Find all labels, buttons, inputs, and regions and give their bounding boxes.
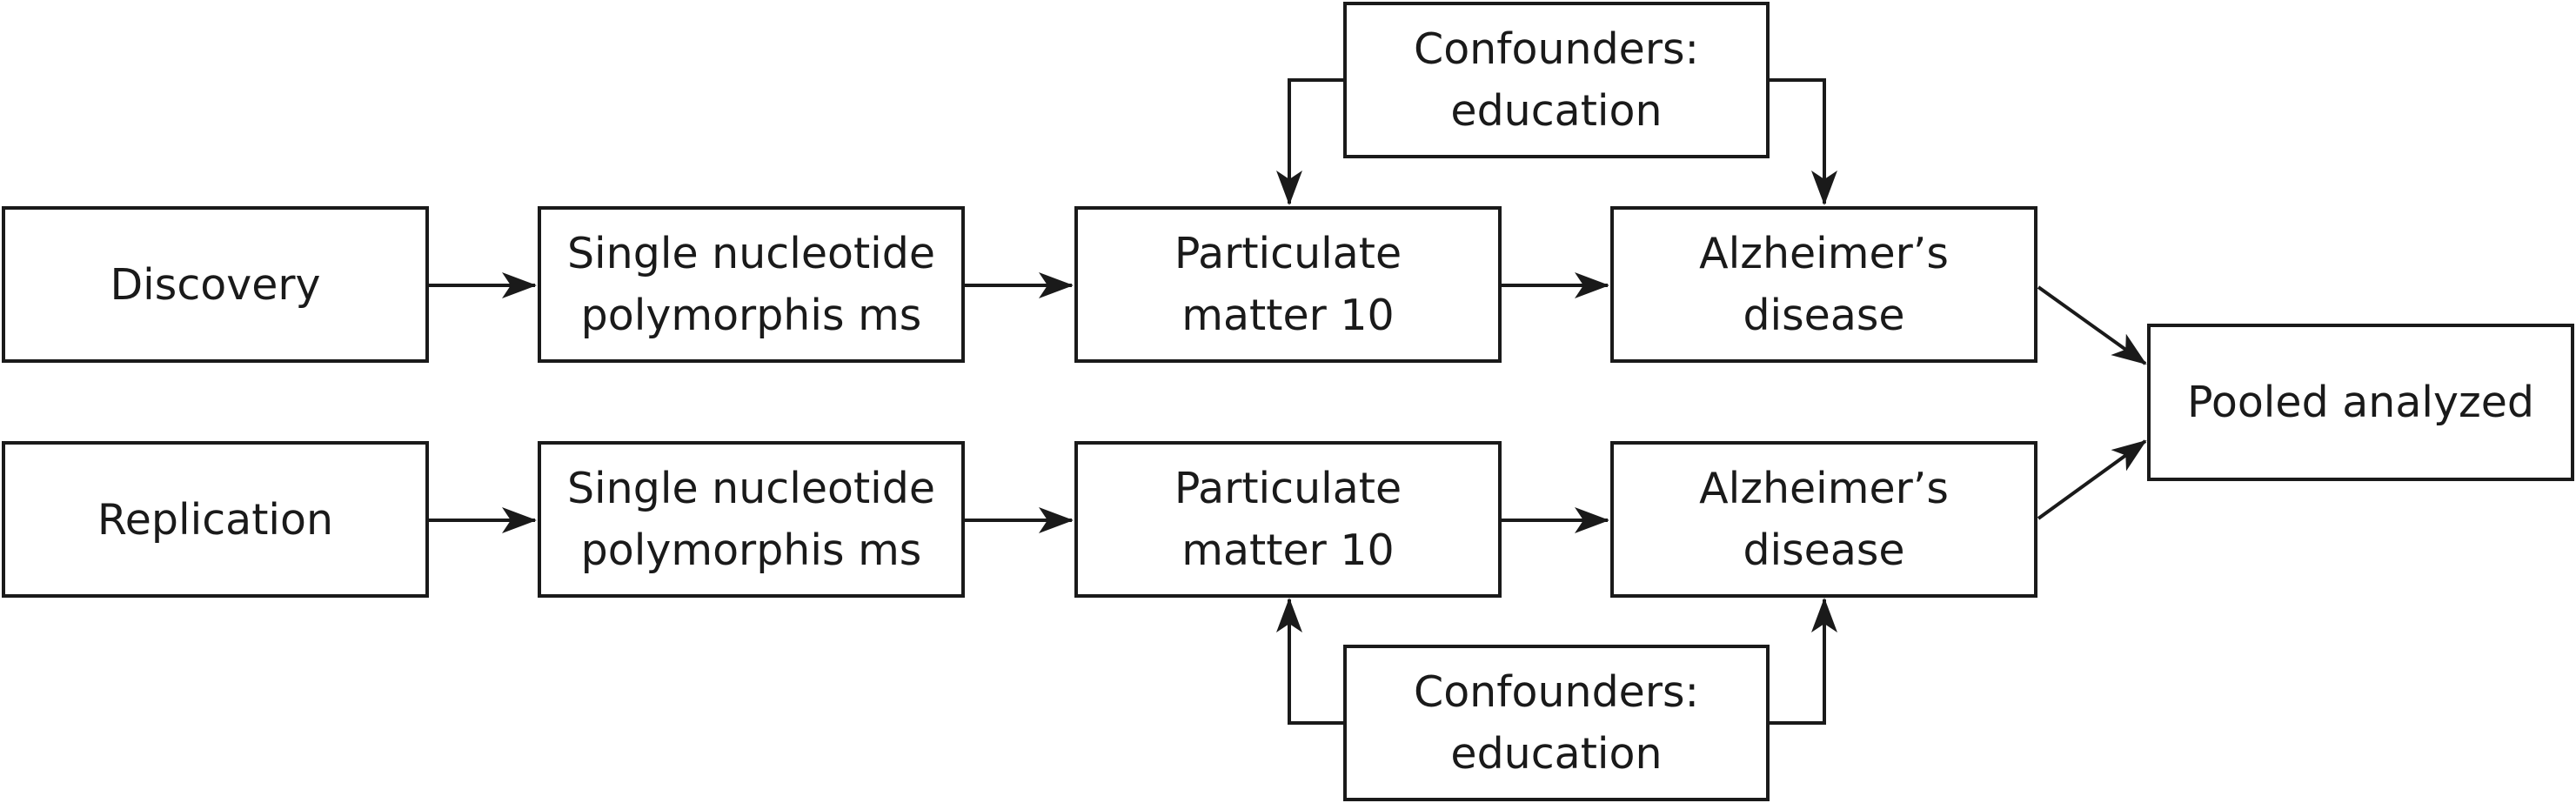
confounders-box-discovery-text: Confounders: education (1414, 18, 1699, 142)
replication-box-text: Replication (97, 489, 333, 551)
replication-label: Replication (97, 494, 334, 545)
arrow-top-confounders-to-ad (1770, 78, 1837, 205)
pm10-box-replication: Particulate matter 10 (1074, 441, 1502, 598)
confounders-label-line-1: Confounders: (1413, 24, 1700, 74)
arrow-top-confounders-to-pm10 (1276, 78, 1343, 205)
pooled-analysis-box-text: Pooled analyzed (2187, 371, 2534, 433)
pm10-box-discovery: Particulate matter 10 (1074, 206, 1502, 363)
snps-box-discovery-text: Single nucleotide polymorphis ms (567, 223, 935, 346)
pm10-label-line-1: Particulate (1174, 229, 1402, 278)
pooled-analysis-box: Pooled analyzed (2147, 324, 2574, 481)
pm10-label-line-2: matter 10 (1181, 525, 1395, 575)
alzheimers-label-line-1: Alzheimer’s (1699, 464, 1949, 513)
discovery-box-text: Discovery (110, 254, 320, 316)
snps-box-replication-text: Single nucleotide polymorphis ms (567, 458, 935, 581)
discovery-label: Discovery (110, 259, 321, 310)
alzheimers-box-discovery-text: Alzheimer’s disease (1699, 223, 1949, 346)
alzheimers-box-replication: Alzheimer’s disease (1610, 441, 2037, 598)
arrow-discovery-ad-to-pooled (2037, 285, 2147, 365)
alzheimers-label-line-2: disease (1743, 291, 1905, 340)
confounders-box-replication: Confounders: education (1343, 645, 1770, 801)
pooled-label: Pooled analyzed (2187, 378, 2534, 427)
confounders-box-discovery: Confounders: education (1343, 2, 1770, 158)
snps-box-replication: Single nucleotide polymorphis ms (538, 441, 965, 598)
alzheimers-box-discovery: Alzheimer’s disease (1610, 206, 2037, 363)
arrow-bottom-confounders-to-pm10 (1276, 598, 1343, 725)
snps-label-line-1: Single nucleotide (566, 229, 936, 278)
replication-box: Replication (2, 441, 429, 598)
pm10-label-line-1: Particulate (1174, 464, 1402, 513)
alzheimers-label-line-1: Alzheimer’s (1699, 229, 1949, 278)
snps-label-line-2: polymorphis ms (580, 525, 922, 575)
snps-box-discovery: Single nucleotide polymorphis ms (538, 206, 965, 363)
confounders-label-line-2: education (1450, 729, 1663, 779)
pm10-label-line-2: matter 10 (1181, 291, 1395, 340)
confounders-box-replication-text: Confounders: education (1414, 661, 1699, 785)
arrow-bottom-confounders-to-ad (1770, 598, 1837, 725)
confounders-label-line-2: education (1450, 86, 1663, 136)
confounders-label-line-1: Confounders: (1413, 667, 1700, 717)
alzheimers-label-line-2: disease (1743, 525, 1905, 575)
pm10-box-replication-text: Particulate matter 10 (1174, 458, 1402, 581)
discovery-box: Discovery (2, 206, 429, 363)
snps-label-line-1: Single nucleotide (566, 464, 936, 513)
arrow-replication-ad-to-pooled (2037, 439, 2147, 520)
snps-label-line-2: polymorphis ms (580, 291, 922, 340)
pm10-box-discovery-text: Particulate matter 10 (1174, 223, 1402, 346)
alzheimers-box-replication-text: Alzheimer’s disease (1699, 458, 1949, 581)
